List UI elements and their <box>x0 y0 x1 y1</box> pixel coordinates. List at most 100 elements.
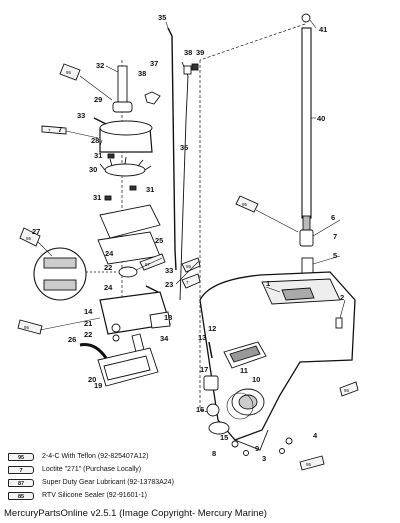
legend-text: RTV Silicone Sealer (92-91601-1) <box>42 492 147 499</box>
callout-26: 26 <box>68 335 76 344</box>
callout-4: 4 <box>313 431 318 440</box>
drive-shaft <box>301 27 312 219</box>
water-pump-impeller <box>99 156 152 177</box>
tube-code-label: 7 <box>48 128 51 133</box>
pump-housing-top <box>99 120 153 136</box>
callout-12: 12 <box>208 324 216 333</box>
callout-18: 18 <box>164 313 172 322</box>
pump-screw <box>145 285 159 293</box>
callout-8: 8 <box>212 449 216 458</box>
legend-text: 2-4-C With Teflon (92-825407A12) <box>42 453 149 460</box>
callout-20: 20 <box>88 375 96 384</box>
shift-shaft <box>167 27 177 271</box>
pinion-bearing <box>206 403 220 417</box>
callout-41: 41 <box>319 25 327 34</box>
water-tube <box>117 65 128 107</box>
oil-seal-carrier <box>118 266 138 278</box>
callout-24: 24 <box>104 283 113 292</box>
callout-31: 31 <box>93 193 101 202</box>
lubricant-tubes <box>17 63 359 471</box>
legend-row-87: 87 Super Duty Gear Lubricant (92-13783A2… <box>8 477 174 488</box>
callout-33: 33 <box>165 266 173 275</box>
legend-row-95: 95 2-4-C With Teflon (92-825407A12) <box>8 451 148 462</box>
callout-21: 21 <box>84 319 92 328</box>
callout-11: 11 <box>240 366 248 375</box>
tube-code-label: 95 <box>26 236 32 241</box>
impeller-key <box>104 195 112 201</box>
water-hose <box>79 343 108 359</box>
cover-plug <box>131 333 145 353</box>
impeller-key <box>129 185 137 191</box>
callout-15: 15 <box>220 433 228 442</box>
callout-36: 36 <box>180 143 188 152</box>
tube-code-label: 87 <box>145 262 151 267</box>
pump-screw <box>93 117 107 125</box>
callout-31: 31 <box>146 185 154 194</box>
drive-shaft-spline <box>302 215 311 231</box>
pinion-gear <box>208 421 230 435</box>
shaft-sleeve <box>299 229 314 247</box>
callout-leaders <box>99 19 346 319</box>
callout-16: 16 <box>196 405 204 414</box>
legend-tube-icon: 87 <box>8 478 34 487</box>
callout-39: 39 <box>196 48 204 57</box>
cover-screen <box>229 345 261 363</box>
callout-37: 37 <box>150 59 158 68</box>
tube-code-label: 95 <box>186 264 192 269</box>
callout-2: 2 <box>340 293 344 302</box>
callout-22: 22 <box>84 330 92 339</box>
callout-19: 19 <box>94 381 102 390</box>
callout-6: 6 <box>331 213 335 222</box>
callout-9: 9 <box>255 444 259 453</box>
callout-35: 35 <box>158 13 166 22</box>
callout-25: 25 <box>155 236 163 245</box>
tube-code-label: 95 <box>242 202 248 207</box>
tube-code-label: 7 <box>186 280 189 285</box>
legend-row-85: 85 RTV Silicone Sealer (92-91601-1) <box>8 490 147 501</box>
callout-7: 7 <box>333 232 337 241</box>
tube-code-label: 95 <box>306 462 312 467</box>
housing-screw <box>208 341 213 359</box>
legend-tube-icon: 85 <box>8 491 34 500</box>
face-plate <box>99 204 161 239</box>
callout-1: 1 <box>266 279 270 288</box>
callout-10: 10 <box>252 375 260 384</box>
callout-7: 7 <box>58 125 62 134</box>
inset-bearing-top <box>43 257 77 269</box>
linkage-clip <box>191 63 199 71</box>
callout-34: 34 <box>160 334 169 343</box>
legend-row-7: 7 Loctite "271" (Purchase Locally) <box>8 464 141 475</box>
callout-33: 33 <box>77 111 85 120</box>
inset-bearing-bottom <box>43 279 77 291</box>
gear-housing <box>199 271 356 451</box>
callout-38: 38 <box>184 48 192 57</box>
callout-5: 5 <box>333 251 337 260</box>
callout-40: 40 <box>317 114 325 123</box>
callout-38: 38 <box>138 69 146 78</box>
callout-28: 28 <box>91 136 99 145</box>
callout-30: 30 <box>89 165 97 174</box>
shift-coupler <box>144 91 161 105</box>
legend-tube-icon: 95 <box>8 452 34 461</box>
bearing-cup <box>203 375 219 391</box>
legend-text: Loctite "271" (Purchase Locally) <box>42 466 142 473</box>
base-gasket <box>103 355 151 381</box>
callout-13: 13 <box>198 333 206 342</box>
water-tube-seal <box>112 101 133 113</box>
callout-32: 32 <box>96 61 104 70</box>
impeller-key <box>107 153 115 159</box>
vent-washer <box>279 448 285 454</box>
dowel-pin <box>335 317 343 329</box>
callout-3: 3 <box>262 454 266 463</box>
tube-code-label: 95 <box>24 325 30 330</box>
legend-text: Super Duty Gear Lubricant (92-13783A24) <box>42 479 174 486</box>
callout-31: 31 <box>94 151 102 160</box>
drain-screw <box>231 440 239 448</box>
callout-27: 27 <box>32 227 40 236</box>
callout-22: 22 <box>104 263 112 272</box>
tube-code-label: 95 <box>66 70 72 75</box>
carrier-nut <box>112 334 120 342</box>
callout-24: 24 <box>105 249 114 258</box>
